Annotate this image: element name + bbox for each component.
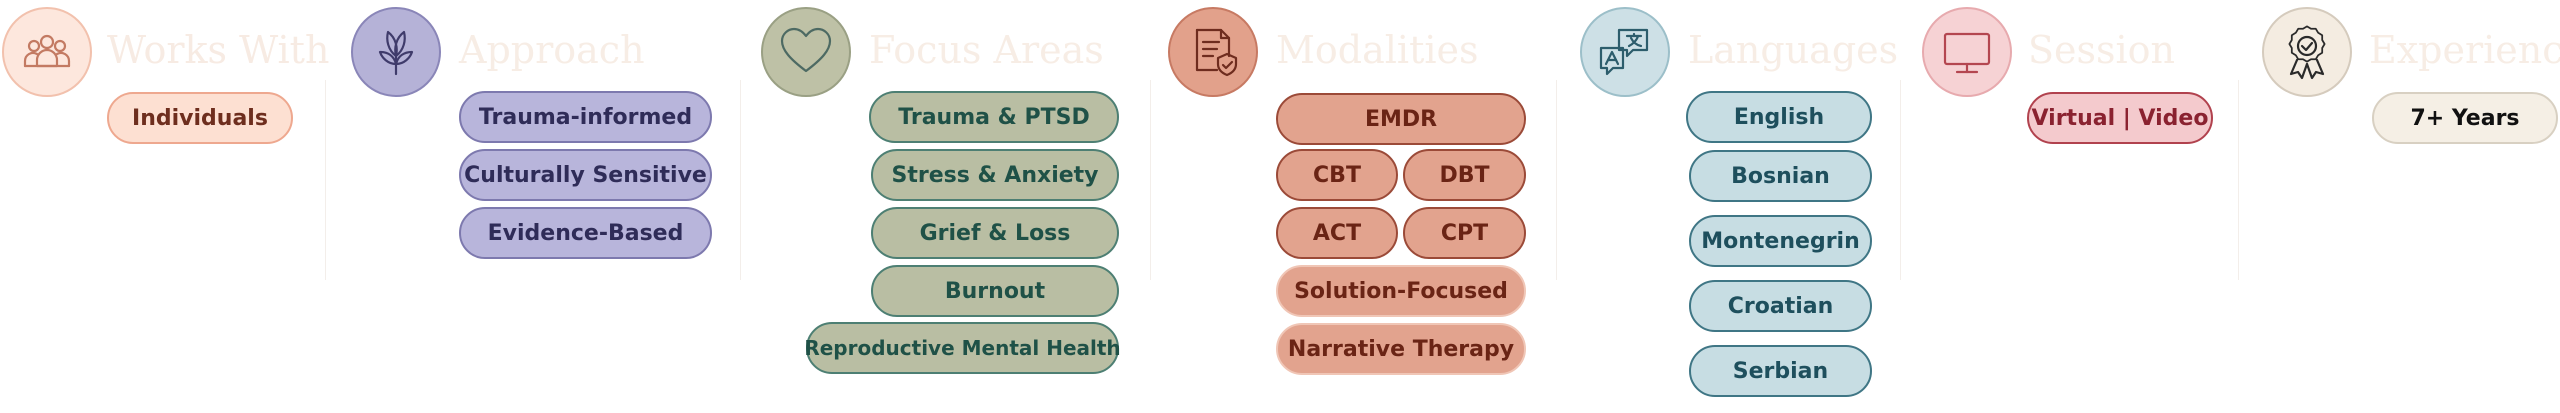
section-languages: Languages English Bosnian Montenegrin Cr…: [1578, 0, 1898, 413]
section-title-modalities: Modalities: [1276, 28, 1479, 72]
tag-experience: 7+ Years: [2372, 92, 2558, 144]
section-session: Session Virtual | Video: [1920, 0, 2240, 413]
tag-modality: CPT: [1403, 207, 1526, 259]
tag-language: Montenegrin: [1689, 215, 1872, 267]
tag-session: Virtual | Video: [2027, 92, 2213, 144]
tag-language: Serbian: [1689, 345, 1872, 397]
clipboard-shield-icon: [1168, 7, 1258, 97]
section-works-with: Works With Individuals: [0, 0, 329, 413]
section-title-focus-areas: Focus Areas: [869, 28, 1104, 72]
tag-modality: DBT: [1403, 149, 1526, 201]
translate-bubbles-icon: [1580, 7, 1670, 97]
section-title-experience: Experience: [2369, 28, 2560, 72]
tag-approach: Evidence-Based: [459, 207, 712, 259]
section-title-session: Session: [2028, 28, 2176, 72]
tag-language: Croatian: [1689, 280, 1872, 332]
tag-focus-area: Reproductive Mental Health: [804, 322, 1121, 374]
tag-focus-area: Grief & Loss: [871, 207, 1119, 259]
section-divider: [1556, 80, 1557, 280]
tag-approach: Trauma-informed: [459, 91, 712, 143]
tag-modality: Solution-Focused: [1276, 265, 1526, 317]
tag-individuals: Individuals: [107, 92, 293, 144]
tag-modality: EMDR: [1276, 93, 1526, 145]
section-divider: [1900, 80, 1901, 280]
section-approach: Approach Trauma-informed Culturally Sens…: [345, 0, 735, 413]
leaf-sprout-icon: [351, 7, 441, 97]
tag-focus-area: Trauma & PTSD: [869, 91, 1119, 143]
section-title-works-with: Works With: [107, 28, 330, 72]
tag-focus-area: Burnout: [871, 265, 1119, 317]
section-focus-areas: Focus Areas Trauma & PTSD Stress & Anxie…: [760, 0, 1160, 413]
tag-language: Bosnian: [1689, 150, 1872, 202]
tag-modality: ACT: [1276, 207, 1398, 259]
tag-approach: Culturally Sensitive: [459, 149, 712, 201]
tag-language: English: [1686, 91, 1872, 143]
people-group-icon: [2, 7, 92, 97]
section-divider: [2238, 80, 2239, 280]
section-divider: [740, 80, 741, 280]
section-experience: Experience 7+ Years: [2262, 0, 2560, 413]
heart-icon: [761, 7, 851, 97]
section-divider: [1150, 80, 1151, 280]
section-modalities: Modalities EMDR CBT DBT ACT CPT Solution…: [1168, 0, 1568, 413]
tag-modality: Narrative Therapy: [1276, 323, 1526, 375]
section-divider: [325, 80, 326, 280]
section-title-approach: Approach: [459, 28, 645, 72]
award-badge-icon: [2262, 7, 2352, 97]
tag-modality: CBT: [1276, 149, 1398, 201]
section-title-languages: Languages: [1688, 28, 1899, 72]
monitor-icon: [1922, 7, 2012, 97]
tag-focus-area: Stress & Anxiety: [871, 149, 1119, 201]
